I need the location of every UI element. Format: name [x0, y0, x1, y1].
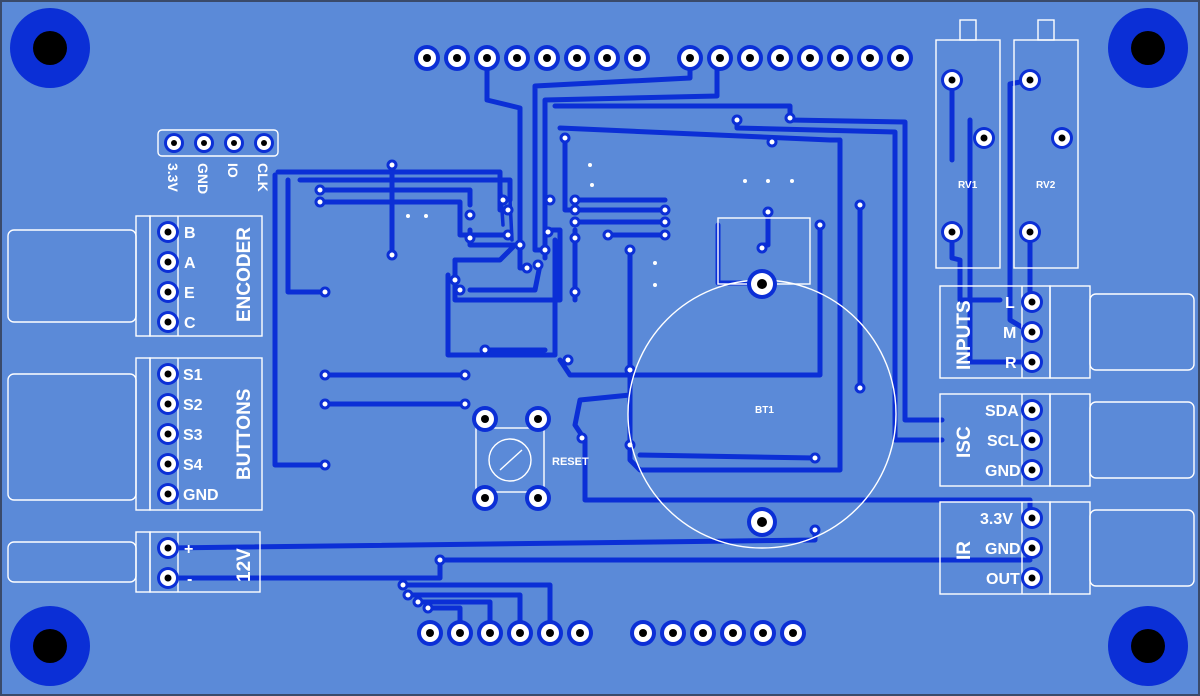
isc-pin-scl: SCL [987, 433, 1019, 450]
buttons-pin-gnd: GND [183, 487, 219, 504]
encoder-pin-a: A [184, 255, 196, 272]
bottom-header-left [417, 620, 593, 646]
encoder-connector: B A E C ENCODER [7, 215, 263, 337]
inputs-pin-m: M [1003, 325, 1016, 342]
ir-pin-gnd: GND [985, 541, 1021, 558]
mounting-holes [10, 8, 1188, 686]
isc-title: ISC [954, 426, 975, 458]
inputs-pin-l: L [1005, 295, 1015, 312]
debug-header: 3.3V GND IO CLK [157, 129, 279, 194]
reset-button: RESET [472, 406, 589, 511]
buttons-title: BUTTONS [234, 389, 255, 480]
power-title: 12V [234, 548, 255, 582]
buttons-pin-s2: S2 [183, 397, 203, 414]
encoder-pin-c: C [184, 315, 196, 332]
encoder-title: ENCODER [234, 227, 255, 322]
mounting-hole-bottom-right [1108, 606, 1188, 686]
rv2-label: RV2 [1036, 180, 1056, 191]
top-header-right [677, 45, 913, 71]
debug-header-label-gnd: GND [195, 163, 211, 194]
ir-title: IR [954, 541, 975, 560]
power-connector: + - 12V [7, 531, 261, 593]
mounting-hole-top-right [1108, 8, 1188, 88]
ir-pin-3v3: 3.3V [980, 511, 1013, 528]
encoder-pin-b: B [184, 225, 196, 242]
bottom-header-right [630, 620, 806, 646]
potentiometer-rv2: RV2 [1013, 19, 1079, 269]
inputs-title: INPUTS [954, 300, 975, 370]
isc-pin-sda: SDA [985, 403, 1019, 420]
rv1-label: RV1 [958, 180, 978, 191]
buttons-pin-s3: S3 [183, 427, 203, 444]
debug-header-label-clk: CLK [255, 163, 271, 192]
debug-header-label-io: IO [225, 163, 241, 178]
ir-connector: 3.3V GND OUT IR [939, 501, 1195, 595]
power-pin-minus: - [187, 571, 192, 588]
inputs-pin-r: R [1005, 355, 1017, 372]
buttons-connector: S1 S2 S3 S4 GND BUTTONS [7, 357, 263, 511]
potentiometer-rv1: RV1 [935, 19, 1001, 269]
isc-connector: SDA SCL GND ISC [939, 393, 1195, 487]
isc-pin-gnd: GND [985, 463, 1021, 480]
ir-pin-out: OUT [986, 571, 1020, 588]
reset-label: RESET [552, 456, 589, 468]
debug-header-label-3v3: 3.3V [165, 163, 181, 192]
buttons-pin-s1: S1 [183, 367, 203, 384]
encoder-pin-e: E [184, 285, 195, 302]
top-header-left [414, 45, 650, 71]
bt1-label: BT1 [755, 405, 774, 416]
vias [314, 112, 866, 614]
inputs-connector: L M R INPUTS [939, 285, 1195, 379]
buttons-pin-s4: S4 [183, 457, 203, 474]
mounting-hole-bottom-left [10, 606, 90, 686]
small-vias [406, 163, 794, 287]
battery-bt1: BT1 [627, 217, 897, 549]
mounting-hole-top-left [10, 8, 90, 88]
power-pin-plus: + [184, 541, 193, 558]
